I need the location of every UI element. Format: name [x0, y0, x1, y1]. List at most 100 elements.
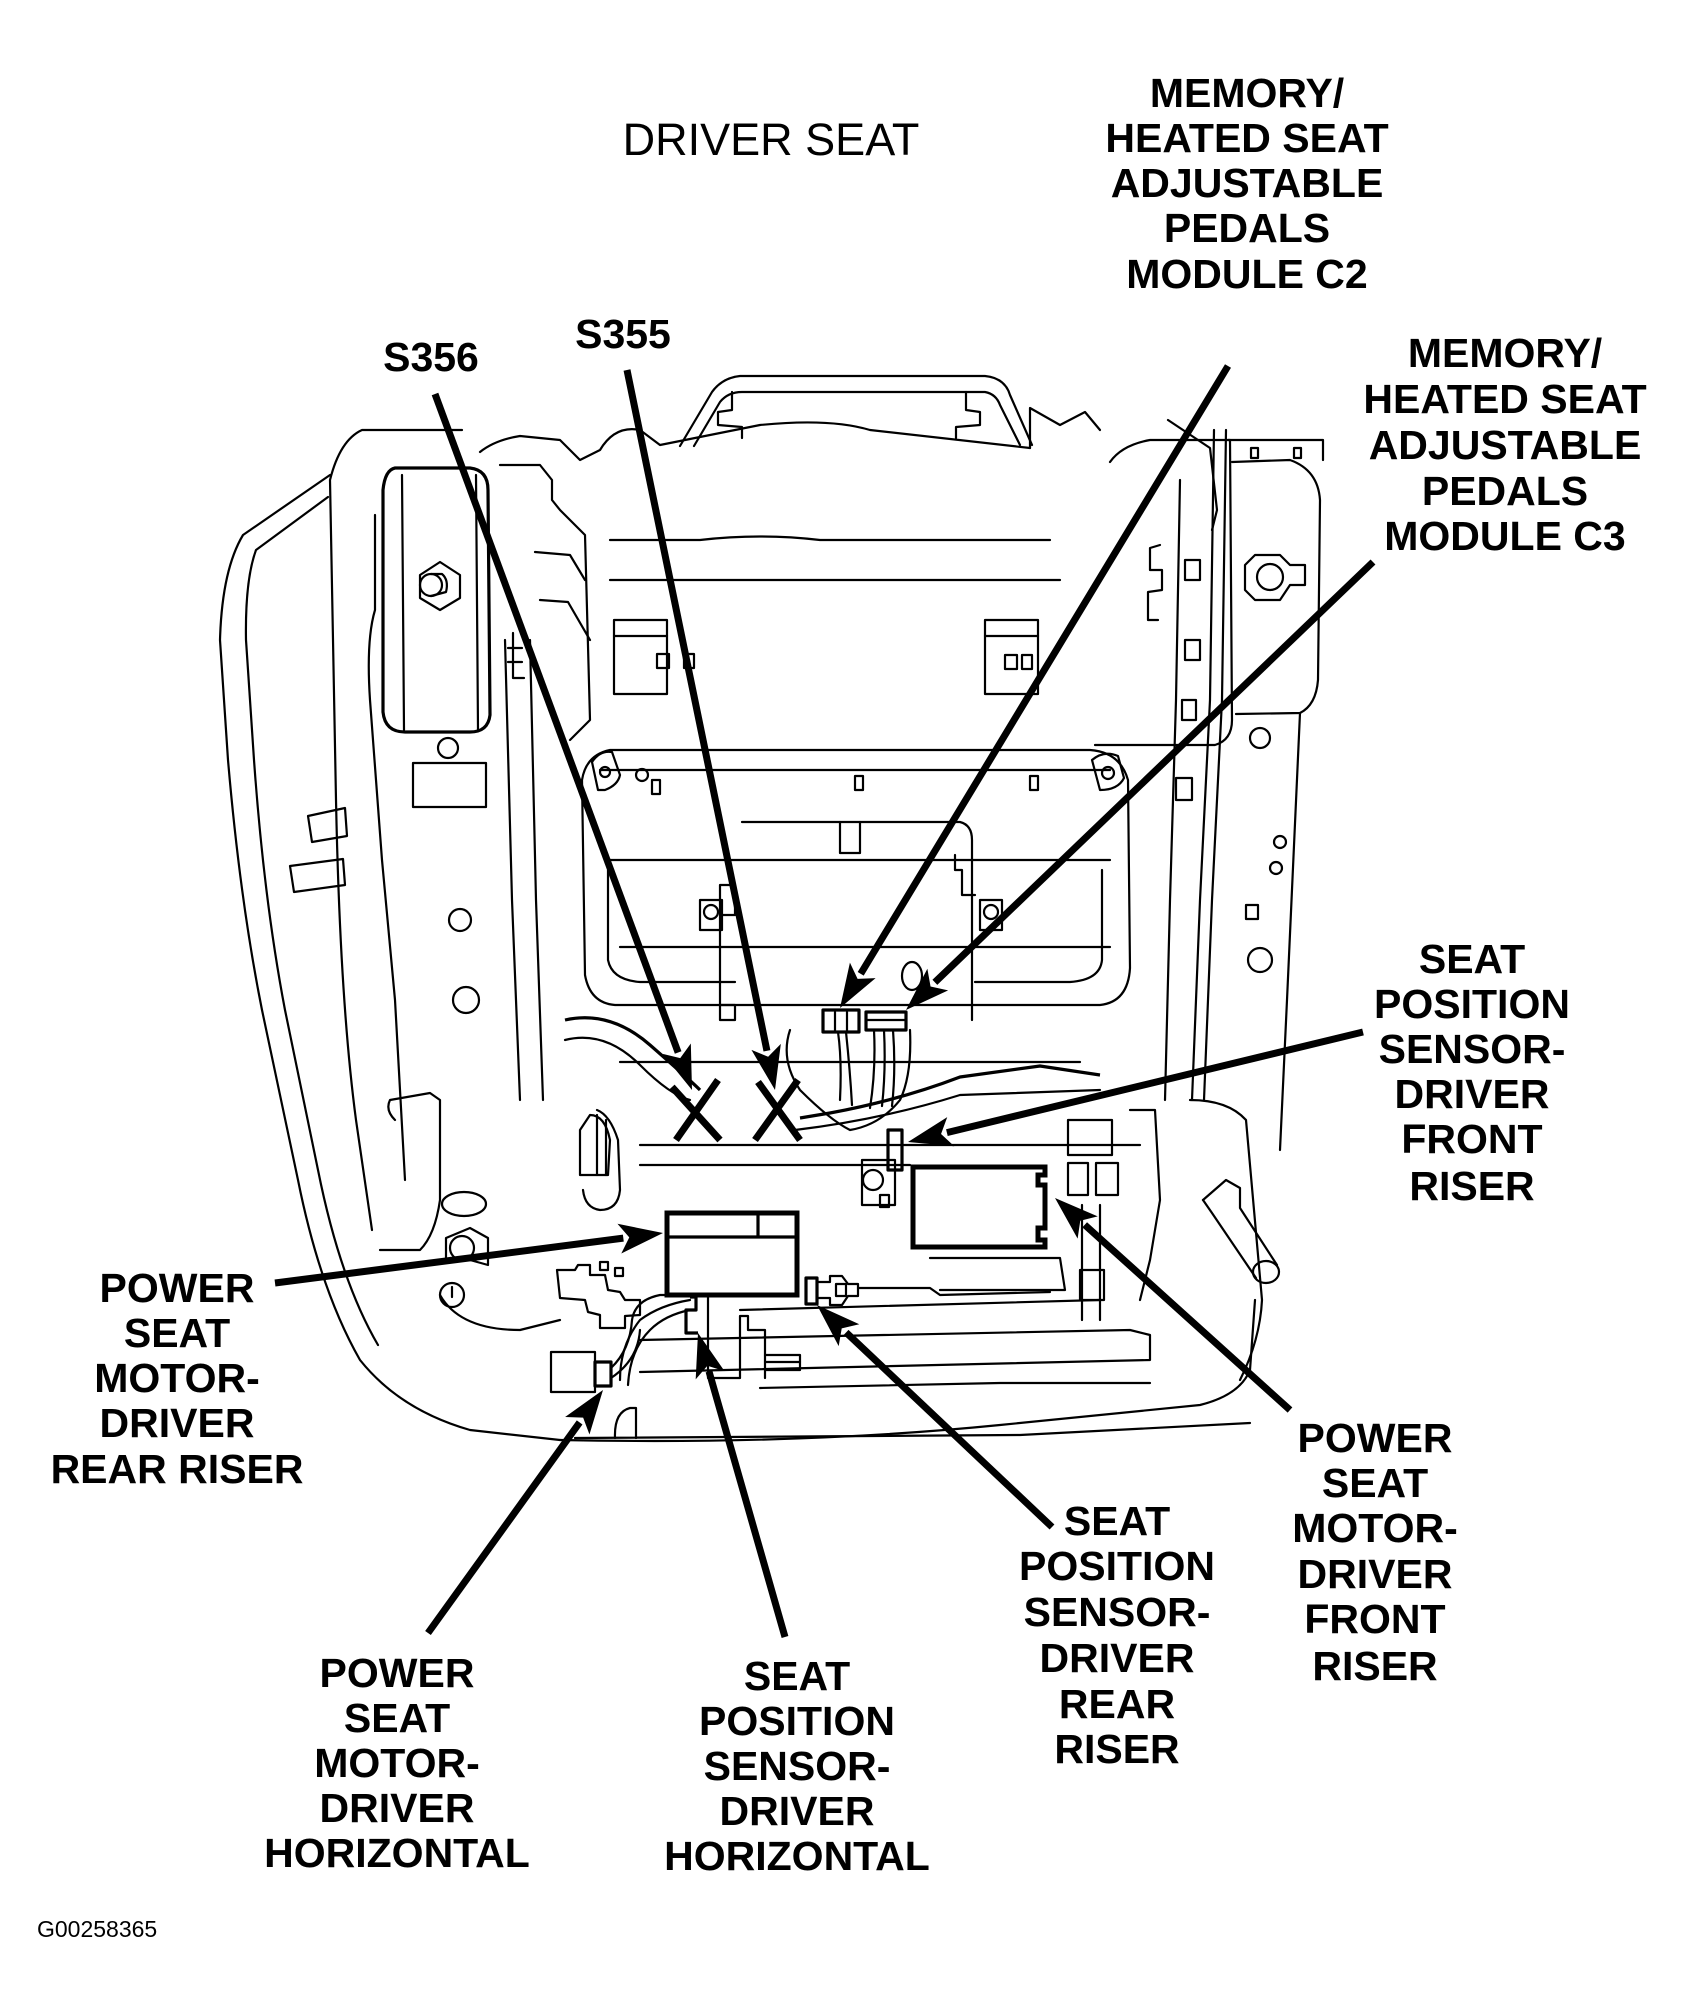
center-lower-wire	[618, 1298, 692, 1382]
leader-memory-c3-arrowhead	[906, 968, 949, 1010]
callout-label-s356: S356	[383, 334, 479, 380]
leader-motor-horizontal-arrowhead	[565, 1390, 603, 1435]
right-rail	[1190, 428, 1216, 1102]
svg-text:RISER: RISER	[1054, 1726, 1179, 1772]
slot	[853, 774, 865, 792]
left-panel-edge	[367, 513, 407, 1182]
wire-harness-loop	[785, 1028, 912, 1132]
slot	[1028, 774, 1040, 792]
cross-member-top	[608, 535, 1052, 542]
left-side-panel	[328, 428, 464, 1232]
backrest-top-bracket-inner	[692, 390, 1022, 448]
svg-text:MODULE C2: MODULE C2	[1126, 251, 1367, 297]
mid-rail	[638, 1328, 1152, 1374]
mount-hole	[1272, 834, 1288, 850]
mount-hole	[634, 767, 650, 783]
backrest-top-edge	[478, 421, 1032, 462]
left-armrest-divider	[400, 473, 406, 732]
svg-text:DRIVER: DRIVER	[1040, 1635, 1195, 1681]
svg-text:MOTOR-: MOTOR-	[94, 1355, 260, 1401]
svg-text:POSITION: POSITION	[1019, 1543, 1215, 1589]
left-armrest-divider	[474, 473, 480, 732]
module-mount	[698, 898, 724, 932]
left-lower-bracket	[555, 1263, 642, 1330]
svg-text:SEAT: SEAT	[344, 1695, 450, 1741]
svg-text:SEAT: SEAT	[1322, 1460, 1428, 1506]
svg-text:SEAT: SEAT	[1064, 1498, 1170, 1544]
svg-text:POWER: POWER	[320, 1650, 475, 1696]
module-clip	[838, 820, 862, 855]
left-mid-bracket-tab	[533, 550, 592, 642]
svg-text:REAR: REAR	[1059, 1681, 1175, 1727]
svg-text:SENSOR-: SENSOR-	[1379, 1026, 1566, 1072]
svg-text:DRIVER: DRIVER	[100, 1400, 255, 1446]
harness-wire-left	[564, 1016, 702, 1092]
leader-sensor-front-riser-line	[946, 1028, 1364, 1137]
leader-sensor-front-riser-arrowhead	[908, 1117, 955, 1147]
front-riser-motor	[910, 1164, 1048, 1250]
callout-label-s355: S355	[575, 311, 671, 357]
svg-text:DRIVER: DRIVER	[1395, 1071, 1550, 1117]
small-clip	[598, 1260, 610, 1272]
svg-text:POSITION: POSITION	[699, 1698, 895, 1744]
leader-memory-c2-arrowhead	[840, 962, 876, 1008]
mount-plate	[411, 761, 488, 809]
svg-text:PEDALS: PEDALS	[1422, 468, 1588, 514]
svg-text:SEAT: SEAT	[124, 1310, 230, 1356]
svg-text:DRIVER: DRIVER	[1298, 1551, 1453, 1597]
left-tab	[306, 806, 349, 844]
center-lower-wire	[626, 1308, 692, 1387]
left-connector-block	[612, 618, 696, 696]
svg-text:REAR RISER: REAR RISER	[51, 1446, 304, 1492]
svg-text:SENSOR-: SENSOR-	[704, 1743, 891, 1789]
connector-c3	[864, 1010, 908, 1032]
rear-riser-motor	[664, 1210, 800, 1298]
left-outer-shell	[218, 473, 562, 1442]
backrest-top-bracket	[678, 374, 1034, 448]
mount-hole	[447, 907, 473, 933]
backrest-clip	[954, 390, 982, 440]
mount-hole	[1246, 946, 1274, 974]
seat-structure	[218, 374, 1325, 1443]
seat-pan-inner	[598, 768, 1112, 862]
left-oval-hole	[440, 1190, 488, 1218]
svg-text:ADJUSTABLE: ADJUSTABLE	[1111, 160, 1384, 206]
svg-text:PEDALS: PEDALS	[1164, 205, 1330, 251]
horizontal-sensor	[684, 1295, 698, 1335]
leader-s356-line	[431, 392, 682, 1054]
lower-frame-line	[573, 1421, 1252, 1440]
memory-module-outline	[740, 820, 974, 1022]
svg-text:ADJUSTABLE: ADJUSTABLE	[1369, 422, 1642, 468]
leader-sensor-rear-riser-line	[843, 1329, 1055, 1530]
leader-motor-front-riser-arrowhead	[1055, 1198, 1098, 1239]
seat-lever-handle	[1201, 1178, 1281, 1285]
leader-s355-arrowhead	[751, 1043, 781, 1090]
svg-text:S355: S355	[575, 311, 671, 357]
svg-text:SEAT: SEAT	[744, 1653, 850, 1699]
module-mount-hole	[702, 903, 720, 921]
svg-text:MOTOR-: MOTOR-	[1292, 1505, 1458, 1551]
svg-text:HEATED SEAT: HEATED SEAT	[1363, 376, 1646, 422]
mid-rail	[758, 1381, 1152, 1390]
callout-label-motor-front-riser: POWER SEAT MOTOR- DRIVER FRONT RISER	[1292, 1415, 1458, 1689]
mount-hole	[1248, 726, 1272, 750]
svg-text:MEMORY/: MEMORY/	[1408, 330, 1602, 376]
callout-label-sensor-front-riser: SEAT POSITION SENSOR- DRIVER FRONT RISER	[1374, 936, 1570, 1209]
grommet	[900, 960, 924, 992]
lower-frame-notch	[613, 1406, 638, 1440]
svg-text:POWER: POWER	[100, 1265, 255, 1311]
mount-hole	[1268, 860, 1284, 876]
front-riser-sensor	[860, 1128, 904, 1209]
svg-text:RISER: RISER	[1409, 1163, 1534, 1209]
callout-label-memory-c3: MEMORY/ HEATED SEAT ADJUSTABLE PEDALS MO…	[1363, 330, 1646, 559]
right-bracket	[1146, 543, 1164, 622]
right-rail	[1163, 478, 1182, 1102]
svg-text:S356: S356	[383, 334, 479, 380]
right-seat-pan-bolt	[1090, 752, 1126, 792]
svg-text:DRIVER: DRIVER	[320, 1785, 475, 1831]
hex-bolt-icon	[418, 560, 462, 612]
svg-text:MEMORY/: MEMORY/	[1150, 70, 1344, 116]
mount-hole	[451, 985, 481, 1015]
module-clip	[953, 853, 977, 897]
figure-reference-id: G00258365	[37, 1916, 157, 1942]
